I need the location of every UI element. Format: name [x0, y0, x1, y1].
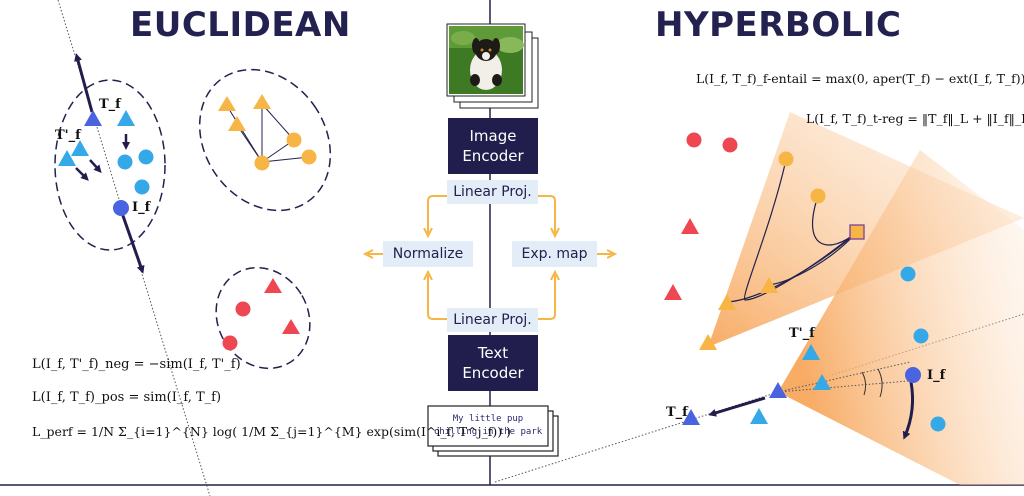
- hyperbolic-title: HYPERBOLIC: [655, 5, 902, 45]
- circle-marker: [222, 335, 238, 351]
- angle-arc: [877, 368, 883, 398]
- label-If-euclidean: I_f: [132, 200, 151, 215]
- circle-marker: [913, 328, 929, 344]
- exp-map-block: Exp. map: [512, 241, 597, 267]
- circle-marker: [138, 149, 154, 165]
- arrow-icon: [89, 159, 102, 173]
- entailment-cone-image: [778, 150, 1024, 485]
- triangle-marker: [58, 150, 76, 166]
- hierarchy-edge: [743, 159, 858, 301]
- triangle-marker: [750, 408, 768, 424]
- arrow-icon: [74, 53, 94, 113]
- triangle-marker: [253, 94, 271, 109]
- cluster-ellipse-orange: [198, 68, 332, 212]
- euclidean-title: EUCLIDEAN: [130, 5, 351, 45]
- equation-pos: L(I_f, T_f)_pos = sim(I_f, T_f): [32, 390, 222, 405]
- triangle-marker: [218, 96, 236, 111]
- equation-reg: L(I_f, T_f)_t-reg = ‖T_f‖_L + ‖I_f‖_L: [806, 111, 1024, 126]
- triangle-marker: [802, 344, 820, 360]
- image-encoder-block: Image Encoder: [448, 118, 538, 174]
- label-If-hyperbolic: I_f: [927, 368, 946, 383]
- label-Tf-euclidean: T_f: [99, 97, 121, 112]
- equation-entail: L(I_f, T_f)_f-entail = max(0, aper(T_f) …: [696, 71, 1024, 86]
- cluster-ellipse-red: [215, 266, 311, 370]
- triangle-marker: [769, 382, 787, 398]
- entailment-cone-text: [708, 112, 1024, 347]
- equation-perf: L_perf = 1/N Σ_{i=1}^{N} log( 1/M Σ_{j=1…: [32, 424, 511, 439]
- triangle-marker: [664, 284, 682, 300]
- triangle-Tf-hyperbolic: [682, 409, 700, 425]
- triangle-marker: [681, 218, 699, 234]
- circle-If-euclidean: [113, 200, 129, 216]
- circle-marker: [286, 132, 302, 148]
- arrow-icon: [902, 381, 914, 440]
- graph-edge: [236, 124, 263, 163]
- circle-If-hyperbolic: [905, 367, 921, 383]
- circle-marker: [930, 416, 946, 432]
- circle-marker: [301, 149, 317, 165]
- graph-edge: [261, 156, 310, 163]
- triangle-Tf-euclidean: [84, 110, 102, 126]
- circle-marker: [254, 155, 270, 171]
- caption-stack: [427, 405, 559, 457]
- arrow-icon: [708, 396, 766, 417]
- circle-marker: [778, 151, 794, 167]
- circle-marker: [722, 137, 738, 153]
- label-Tf-hyperbolic: T_f: [666, 405, 688, 420]
- graph-edge: [261, 103, 295, 141]
- normalize-block: Normalize: [383, 241, 473, 267]
- arrow-icon: [538, 195, 555, 233]
- arrow-icon: [428, 275, 447, 320]
- circle-marker: [134, 179, 150, 195]
- hierarchy-edge: [768, 231, 858, 286]
- arrow-icon: [428, 195, 447, 233]
- triangle-marker: [71, 140, 89, 156]
- triangle-marker: [760, 277, 778, 293]
- angle-line: [777, 361, 911, 393]
- triangle-marker: [813, 374, 831, 390]
- angle-line: [777, 379, 921, 393]
- triangle-marker: [264, 278, 282, 293]
- circle-marker: [686, 132, 702, 148]
- circle-marker: [235, 301, 251, 317]
- hierarchy-edge: [812, 195, 858, 246]
- triangle-marker: [699, 334, 717, 350]
- caption-text: My little pup chilling in the park: [433, 414, 543, 437]
- arrow-icon: [120, 212, 145, 274]
- equation-neg: L(I_f, T'_f)_neg = −sim(I_f, T'_f): [32, 357, 241, 372]
- circle-marker: [810, 188, 826, 204]
- triangle-marker: [718, 294, 736, 310]
- linear-proj-top-block: Linear Proj.: [447, 180, 538, 204]
- triangle-marker: [117, 110, 135, 126]
- arrow-icon: [75, 167, 89, 181]
- circle-marker: [900, 266, 916, 282]
- label-Tprime-euclidean: T'_f: [55, 128, 81, 143]
- triangle-marker: [282, 319, 300, 334]
- text-encoder-block: Text Encoder: [448, 335, 538, 391]
- linear-proj-bottom-block: Linear Proj.: [447, 308, 538, 332]
- circle-marker: [117, 154, 133, 170]
- triangle-marker: [228, 116, 246, 131]
- angle-arc: [861, 371, 867, 396]
- square-marker: [849, 224, 865, 240]
- arrow-icon: [538, 275, 555, 320]
- label-Tprime-hyperbolic: T'_f: [789, 326, 815, 341]
- dog-photo-icon: [446, 23, 539, 109]
- cluster-ellipse-main: [54, 79, 166, 251]
